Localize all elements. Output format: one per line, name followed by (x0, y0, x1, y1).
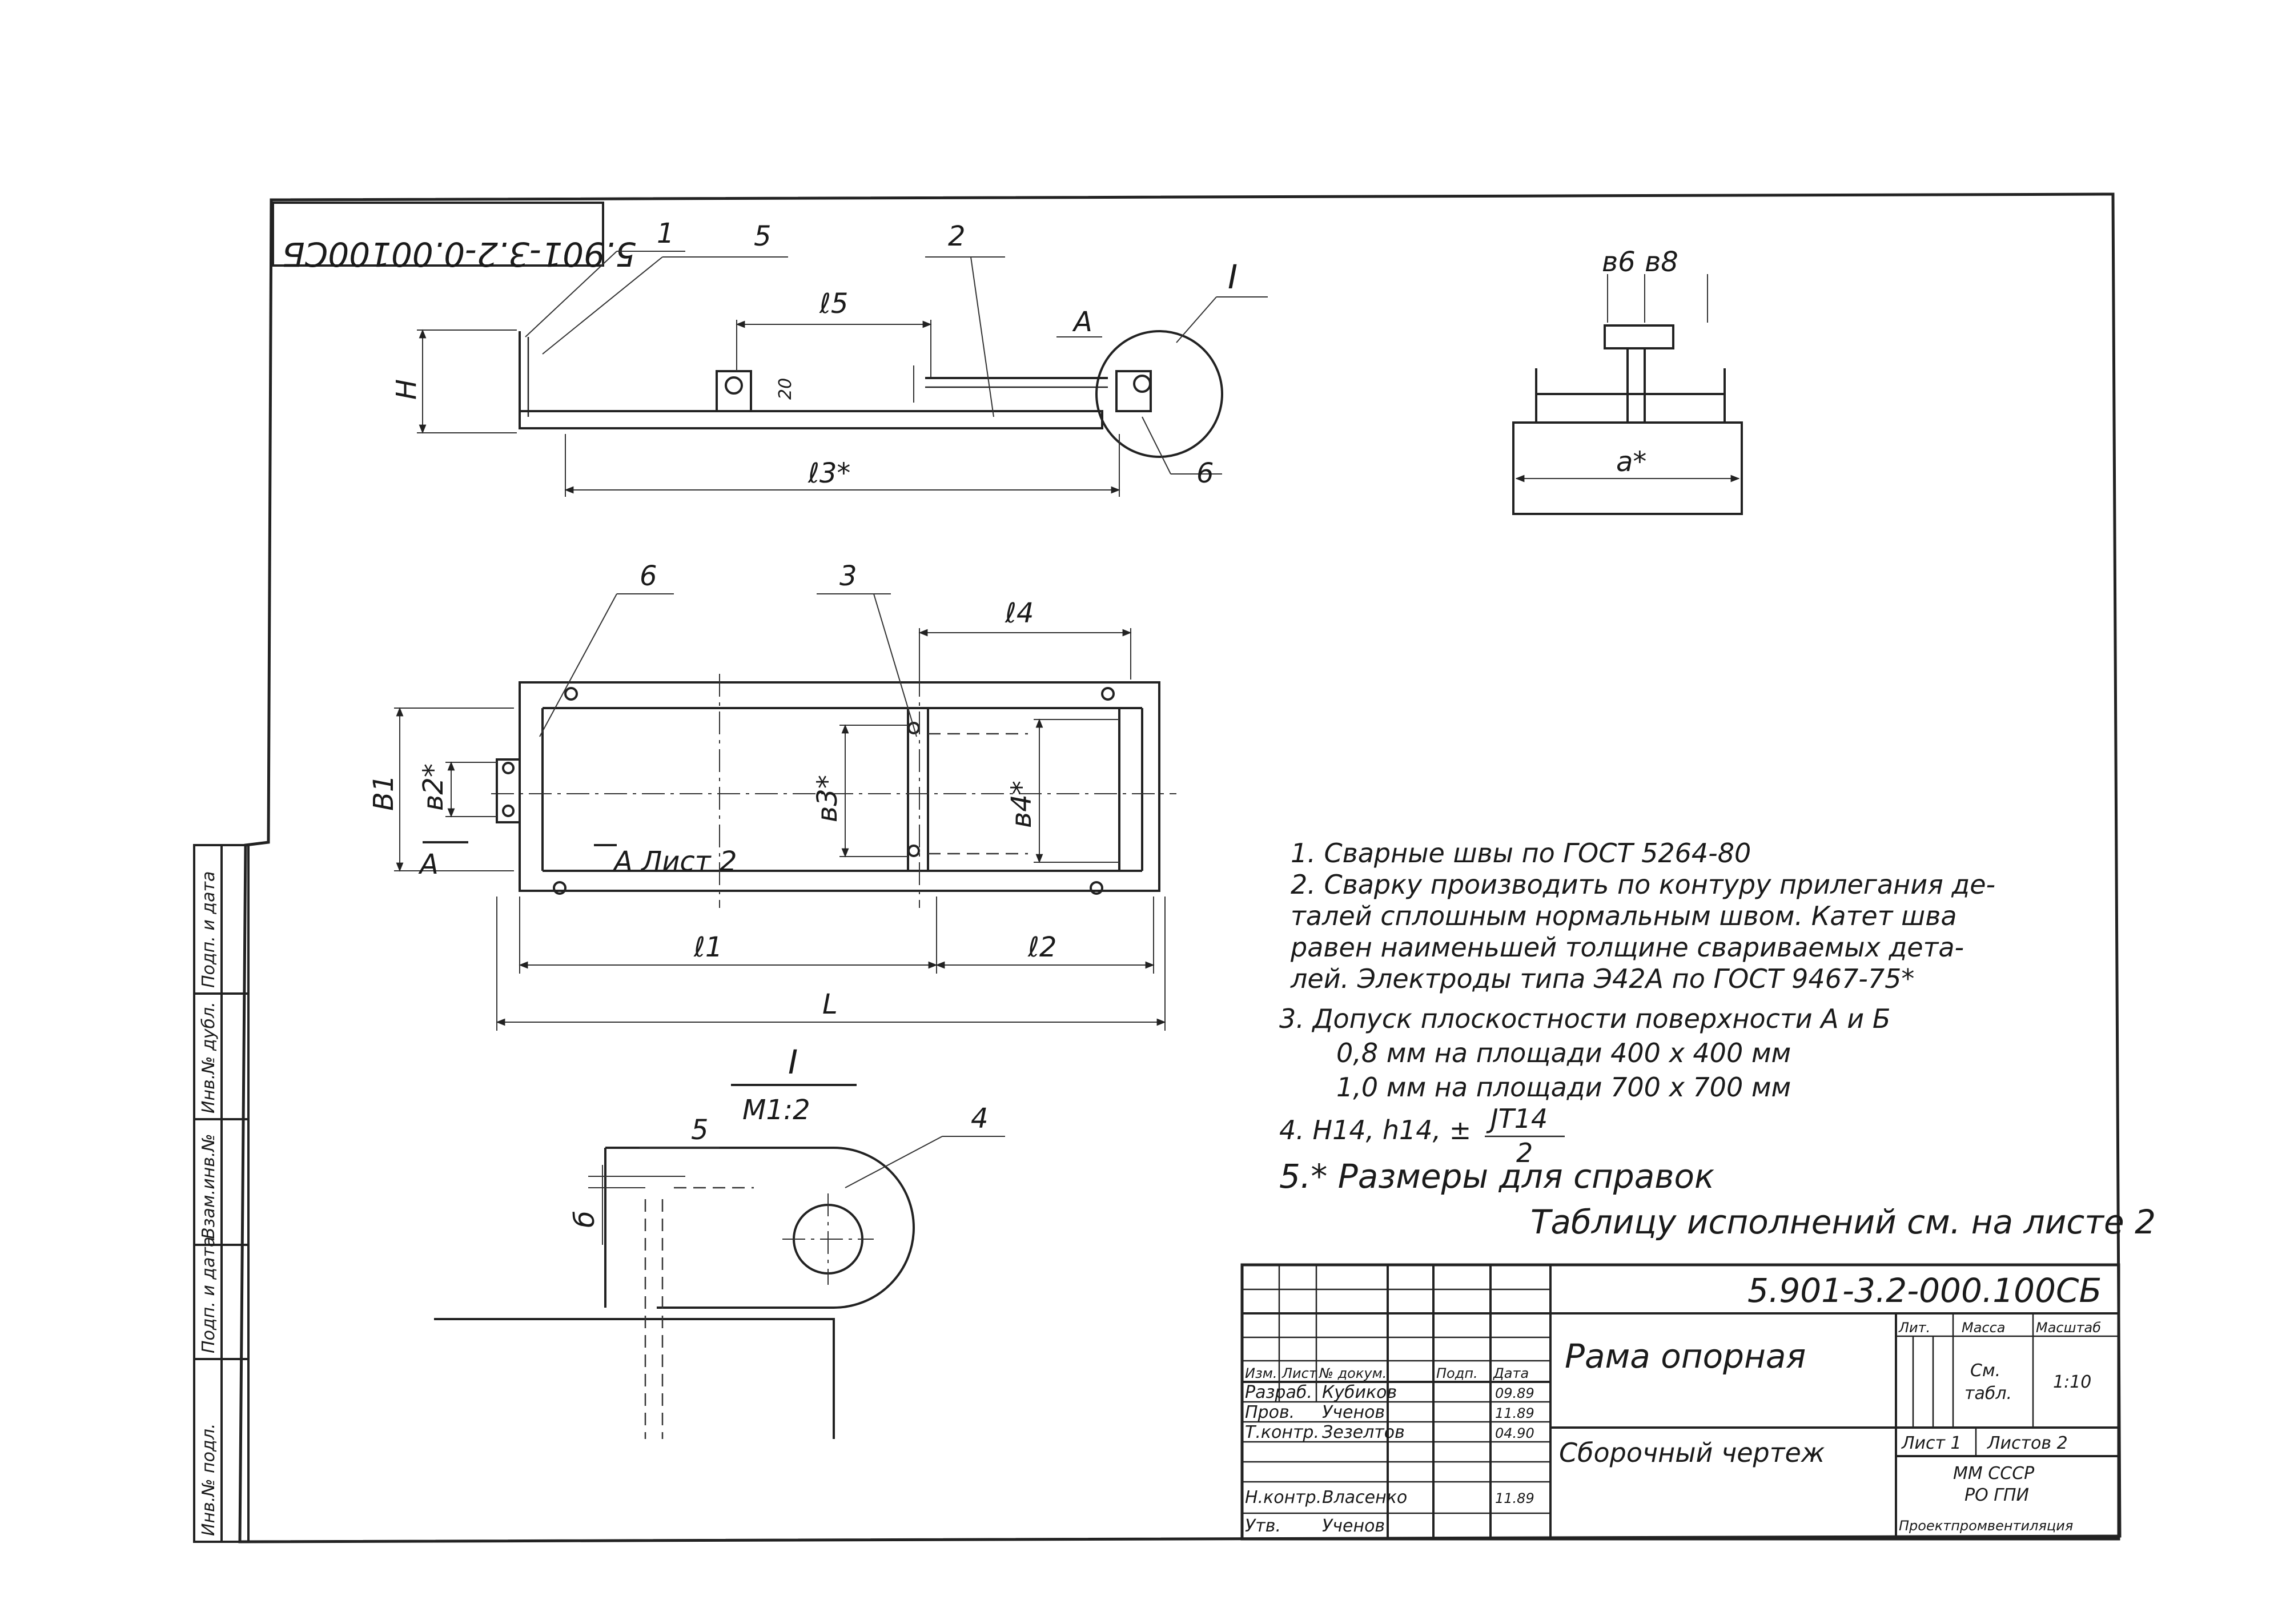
detail-scale: M1:2 (742, 1094, 810, 1126)
side-strip-label-3: Взам.инв.№ (199, 1133, 219, 1239)
note-3: 3. Допуск плоскостности поверхности А и … (1279, 1003, 1890, 1034)
note-5: 5.* Размеры для справок (1279, 1157, 1714, 1196)
side-strip-label-1: Инв.№ подл. (199, 1424, 219, 1536)
stamp-box: 5.901-3.2-0.00100СБ (272, 202, 636, 274)
note-4-denominator: 2 (1516, 1137, 1533, 1168)
role-2-date: 11.89 (1495, 1405, 1534, 1421)
stamp-code: 5.901-3.2-0.00100СБ (282, 235, 636, 274)
dim-b4: в4* (1006, 781, 1038, 828)
role-5-name: Ученов (1322, 1516, 1385, 1536)
dim-l5: ℓ5 (819, 288, 848, 320)
dim-a: а* (1616, 446, 1646, 478)
title-block: Изм. Лист № докум. Подп. Дата Разраб. Ку… (1240, 1263, 2120, 1541)
org-line-3: Проектпромвентиляция (1899, 1518, 2073, 1534)
section-a: A (418, 849, 439, 881)
drawing-frame (238, 192, 2122, 1543)
hdr-list: Лист (1281, 1365, 1317, 1381)
doc-name: Рама опорная (1565, 1337, 1806, 1376)
detail-dim-b: б (569, 1211, 601, 1228)
leader-5: 5 (754, 220, 772, 252)
dim-20: 20 (776, 378, 796, 400)
leader-3-plan: 3 (839, 560, 857, 592)
lbl-masshtab: Масштаб (2036, 1320, 2101, 1336)
org-line-2: РО ГПИ (1964, 1485, 2029, 1505)
note-1: 1. Сварные швы по ГОСТ 5264-80 (1291, 838, 1751, 869)
note-3a: 0,8 мм на площади 400 х 400 мм (1336, 1038, 1791, 1068)
role-1: Разраб. (1245, 1382, 1312, 1402)
detail-title: I (788, 1043, 798, 1082)
section-a-sheet2: A Лист 2 (612, 846, 737, 878)
dim-l3: ℓ3* (807, 457, 850, 489)
hdr-podp: Подп. (1436, 1365, 1478, 1381)
role-4: Н.контр. (1245, 1488, 1321, 1508)
role-3-name: Зезелтов (1322, 1422, 1405, 1442)
note-4-numerator: JT14 (1486, 1103, 1548, 1134)
dim-l4: ℓ4 (1005, 597, 1034, 629)
org-line-1: ММ СССР (1953, 1464, 2035, 1484)
doc-code: 5.901-3.2-000.100СБ (1747, 1271, 2102, 1310)
leader-I: I (1228, 258, 1238, 296)
hdr-ndoc: № докум. (1318, 1365, 1387, 1381)
lbl-lit: Лит. (1898, 1320, 1930, 1336)
role-1-name: Кубиков (1322, 1382, 1397, 1402)
massa-value-2: табл. (1964, 1384, 2012, 1404)
dim-h: H (391, 379, 423, 400)
detail-leader-5: 5 (691, 1114, 709, 1146)
note-4: 4. H14, h14, ± (1279, 1115, 1471, 1145)
dim-b3: в3* (811, 775, 843, 822)
hdr-izm: Изм. (1245, 1365, 1277, 1381)
note-table-ref: Таблицу исполнений см. на листе 2 (1530, 1203, 2156, 1241)
role-1-date: 09.89 (1495, 1385, 1534, 1401)
side-strip-label-2: Подп. и дата (199, 1237, 219, 1353)
leader-1: 1 (657, 218, 674, 250)
hdr-data: Дата (1493, 1365, 1529, 1381)
plan-view: В1 в2* в3* в4* ℓ4 ℓ1 ℓ2 L A A Лист (368, 560, 1176, 1031)
view-arrow-a: A (1072, 306, 1092, 338)
side-view: в6 в8 а* (1512, 246, 1743, 515)
sheet-count: Листов 2 (1987, 1433, 2068, 1453)
detail-callout-circle (1095, 330, 1223, 458)
dim-L: L (822, 988, 838, 1020)
side-strip-label-5: Подп. и дата (199, 871, 219, 988)
dim-l2: ℓ2 (1027, 931, 1056, 963)
dim-b8: в8 (1645, 246, 1678, 278)
sheet-number: Лист 1 (1901, 1433, 1962, 1453)
note-2c: равен наименьшей толщине свариваемых дет… (1290, 932, 1964, 963)
side-strip: Инв.№ подл. Подп. и дата Взам.инв.№ Инв.… (193, 844, 250, 1543)
doc-type: Сборочный чертеж (1559, 1437, 1825, 1468)
lug-right (1115, 370, 1152, 412)
leader-6-top: 6 (1196, 457, 1214, 489)
leader-2: 2 (948, 220, 966, 252)
frame-beam (519, 410, 1103, 429)
role-3: Т.контр. (1245, 1422, 1319, 1442)
side-strip-label-4: Инв.№ дубл. (199, 1002, 219, 1114)
role-2: Пров. (1245, 1402, 1295, 1422)
lug-left (716, 370, 752, 412)
role-4-date: 11.89 (1495, 1490, 1534, 1506)
leader-6-plan: 6 (640, 560, 657, 592)
role-4-name: Власенко (1322, 1488, 1407, 1508)
lbl-massa: Масса (1962, 1320, 2006, 1336)
top-view: H ℓ5 20 ℓ3* 1 5 2 I 6 A (391, 218, 1268, 497)
dim-l1: ℓ1 (693, 931, 722, 963)
detail-leader-4: 4 (971, 1103, 989, 1135)
dim-b2: в2* (417, 763, 449, 811)
massa-value-1: См. (1970, 1361, 2000, 1381)
detail-view: I M1:2 б 5 4 (434, 1043, 1005, 1439)
note-2b: талей сплошным нормальным швом. Катет шв… (1291, 901, 1957, 931)
dim-b1: В1 (368, 775, 400, 811)
note-2d: лей. Электроды типа Э42А по ГОСТ 9467-75… (1290, 963, 1914, 994)
note-3b: 1,0 мм на площади 700 х 700 мм (1336, 1072, 1791, 1103)
technical-notes: 1. Сварные швы по ГОСТ 5264-80 2. Сварку… (1279, 838, 2156, 1241)
role-2-name: Ученов (1322, 1402, 1385, 1422)
dim-b6: в6 (1602, 246, 1636, 278)
role-3-date: 04.90 (1495, 1425, 1534, 1441)
scale-value: 1:10 (2053, 1372, 2091, 1392)
note-2a: 2. Сварку производить по контуру прилега… (1291, 869, 1995, 900)
role-5: Утв. (1245, 1516, 1281, 1536)
